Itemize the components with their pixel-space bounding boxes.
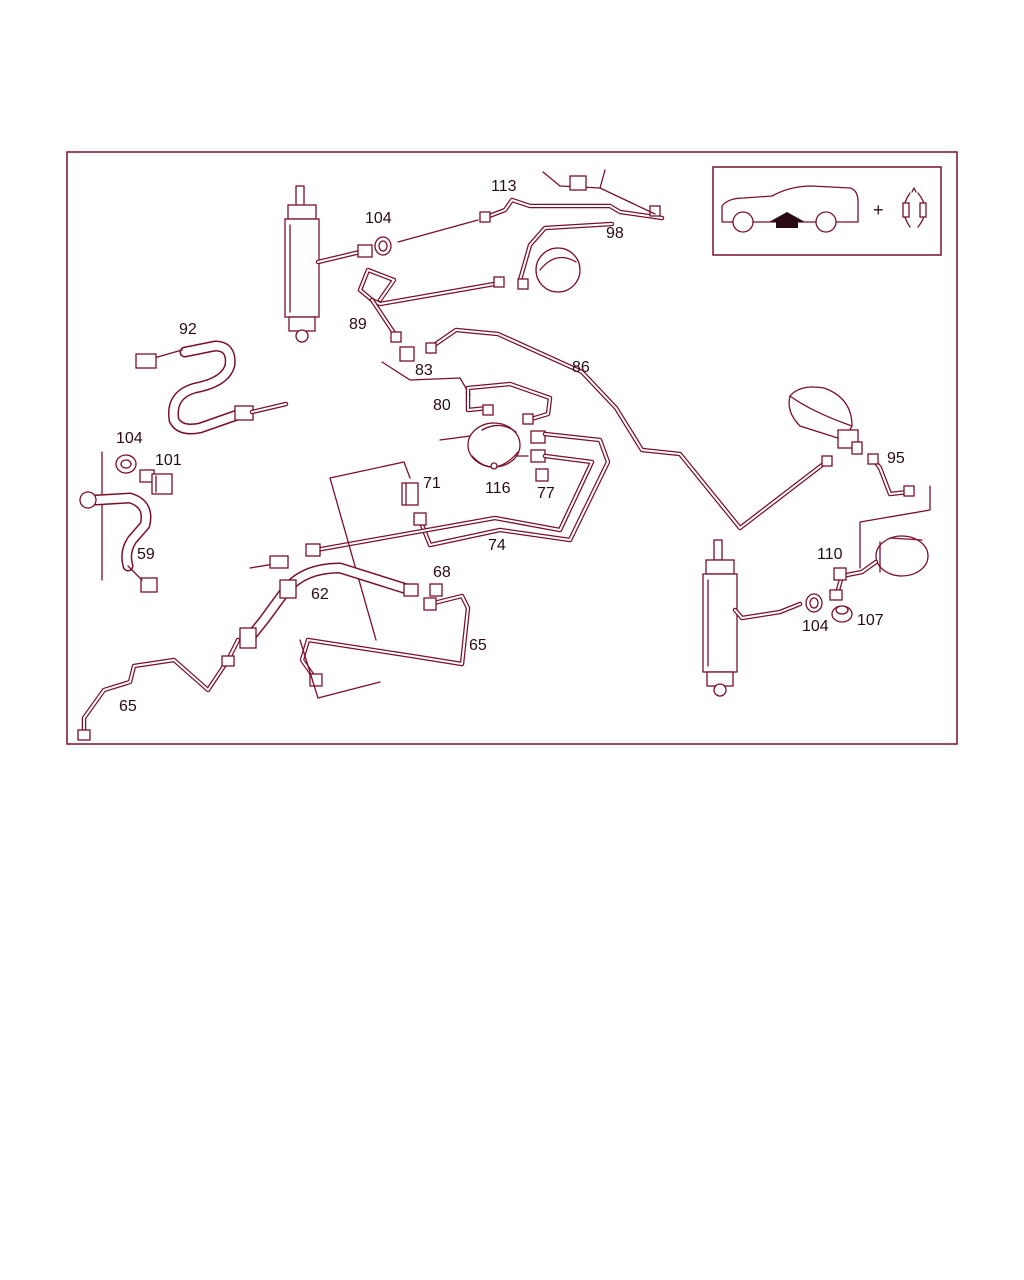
callout-74: 74 bbox=[488, 537, 506, 554]
callout-104-left: 104 bbox=[116, 430, 143, 447]
pipe-65-middle bbox=[299, 593, 471, 699]
legend-plus: + bbox=[873, 200, 884, 220]
diagram-frame bbox=[66, 151, 958, 745]
shock-absorber-left bbox=[284, 185, 373, 343]
callout-107: 107 bbox=[857, 612, 884, 629]
callout-89: 89 bbox=[349, 316, 367, 333]
sealing-ring-top bbox=[374, 236, 392, 256]
callout-86: 86 bbox=[572, 359, 590, 376]
callout-116: 116 bbox=[485, 480, 511, 497]
callout-110: 110 bbox=[817, 546, 843, 563]
bracket-pair-icon bbox=[902, 187, 927, 228]
pipe-74 bbox=[305, 431, 611, 557]
fitting-77 bbox=[535, 468, 549, 482]
leader-104-top bbox=[397, 219, 479, 243]
callout-83: 83 bbox=[415, 362, 433, 379]
callout-71: 71 bbox=[423, 475, 441, 492]
callout-65-lower: 65 bbox=[119, 698, 137, 715]
fitting-83 bbox=[381, 346, 471, 396]
pipe-86 bbox=[425, 327, 833, 531]
nut-71 bbox=[329, 461, 419, 641]
sealing-ring-right bbox=[805, 593, 823, 613]
legend-box: + bbox=[712, 166, 942, 256]
callout-92: 92 bbox=[179, 321, 197, 338]
valve-unit-116 bbox=[439, 422, 546, 470]
callout-68: 68 bbox=[433, 564, 451, 581]
hose-92 bbox=[135, 340, 289, 435]
pipe-113 bbox=[479, 169, 665, 223]
callout-113: 113 bbox=[491, 178, 517, 195]
nut-107 bbox=[831, 605, 853, 623]
callout-101: 101 bbox=[155, 452, 182, 469]
callout-59: 59 bbox=[137, 546, 155, 563]
banjo-bolt-101 bbox=[139, 469, 173, 495]
fitting-68 bbox=[429, 583, 443, 597]
sealing-ring-left bbox=[115, 454, 137, 474]
hose-59 bbox=[79, 491, 158, 593]
shock-absorber-right bbox=[702, 539, 803, 697]
station-wagon-rear-icon bbox=[721, 185, 859, 233]
callout-65-middle: 65 bbox=[469, 637, 487, 654]
callout-104-right: 104 bbox=[802, 618, 829, 635]
callout-77: 77 bbox=[537, 485, 555, 502]
callout-104-top: 104 bbox=[365, 210, 392, 227]
pressure-reservoir-right bbox=[788, 386, 863, 455]
callout-95: 95 bbox=[887, 450, 905, 467]
pressure-reservoir-upper bbox=[517, 221, 615, 293]
pipe-89 bbox=[357, 267, 505, 343]
pipe-65-lower bbox=[77, 637, 241, 741]
level-sensor-110 bbox=[829, 535, 929, 601]
pipe-95 bbox=[859, 453, 931, 569]
pipe-80 bbox=[465, 381, 553, 425]
callout-62: 62 bbox=[311, 586, 329, 603]
hose-62 bbox=[239, 555, 419, 649]
callout-98: 98 bbox=[606, 225, 624, 242]
callout-80: 80 bbox=[433, 397, 451, 414]
